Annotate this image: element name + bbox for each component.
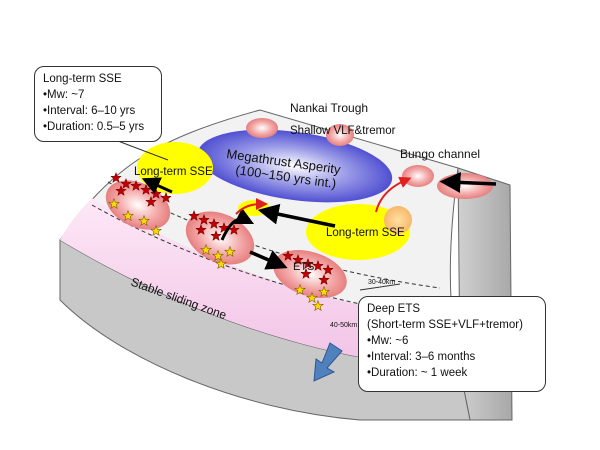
long-term-sse-right-label: Long-term SSE (326, 227, 405, 239)
shallow-vlf-blob-1 (246, 118, 278, 138)
ets-patch-3 (273, 250, 347, 298)
bungo-channel-blob-1 (402, 165, 434, 187)
migration-arrow-2 (439, 171, 497, 193)
callout-mw: •Mw: ~6 (367, 335, 409, 347)
orange-slip-patch (384, 206, 412, 234)
callout-leader-long-term (117, 140, 169, 161)
migration-arrow-3 (249, 250, 288, 270)
ets-label: ETS (293, 261, 314, 273)
red-arrow-1 (235, 198, 268, 215)
bungo-channel-blob-2 (437, 173, 493, 199)
callout-interval: •Interval: 3–6 months (367, 351, 476, 363)
migration-arrow-5 (220, 207, 255, 241)
depth-label-30-40: 30-40km (368, 279, 395, 286)
callout-mw: •Mw: ~7 (43, 89, 85, 101)
long-term-sse-right-region (306, 204, 410, 260)
callout-title: Deep ETS (367, 303, 421, 315)
ets-patch-2 (185, 211, 255, 265)
deep-ets-callout: Deep ETS (Short-term SSE+VLF+tremor) •Mw… (358, 296, 546, 392)
callout-duration: •Duration: ~ 1 week (367, 367, 468, 379)
nankai-trough-label: Nankai Trough (290, 101, 368, 115)
bungo-channel-label: Bungo channel (400, 147, 480, 161)
migration-arrow-4 (141, 177, 173, 194)
long-term-sse-callout: Long-term SSE •Mw: ~7 •Interval: 6–10 yr… (34, 66, 162, 142)
callout-duration: •Duration: 0.5–5 yrs (43, 121, 145, 133)
callout-leader-deep-ets (359, 283, 401, 291)
shallow-vlf-label: Shallow VLF&tremor (290, 125, 396, 137)
megathrust-asperity-ellipse (197, 129, 393, 203)
callout-subtitle: (Short-term SSE+VLF+tremor) (367, 319, 523, 331)
red-arrow-2 (375, 176, 412, 213)
shallow-vlf-blob-2 (326, 124, 354, 146)
long-term-sse-left-label: Long-term SSE (134, 166, 213, 178)
callout-interval: •Interval: 6–10 yrs (43, 105, 136, 117)
depth-label-40-50: 40-50km (330, 322, 357, 329)
plate-motion-arrow (313, 342, 343, 382)
migration-arrow-1 (257, 203, 336, 228)
callout-title: Long-term SSE (43, 73, 122, 85)
